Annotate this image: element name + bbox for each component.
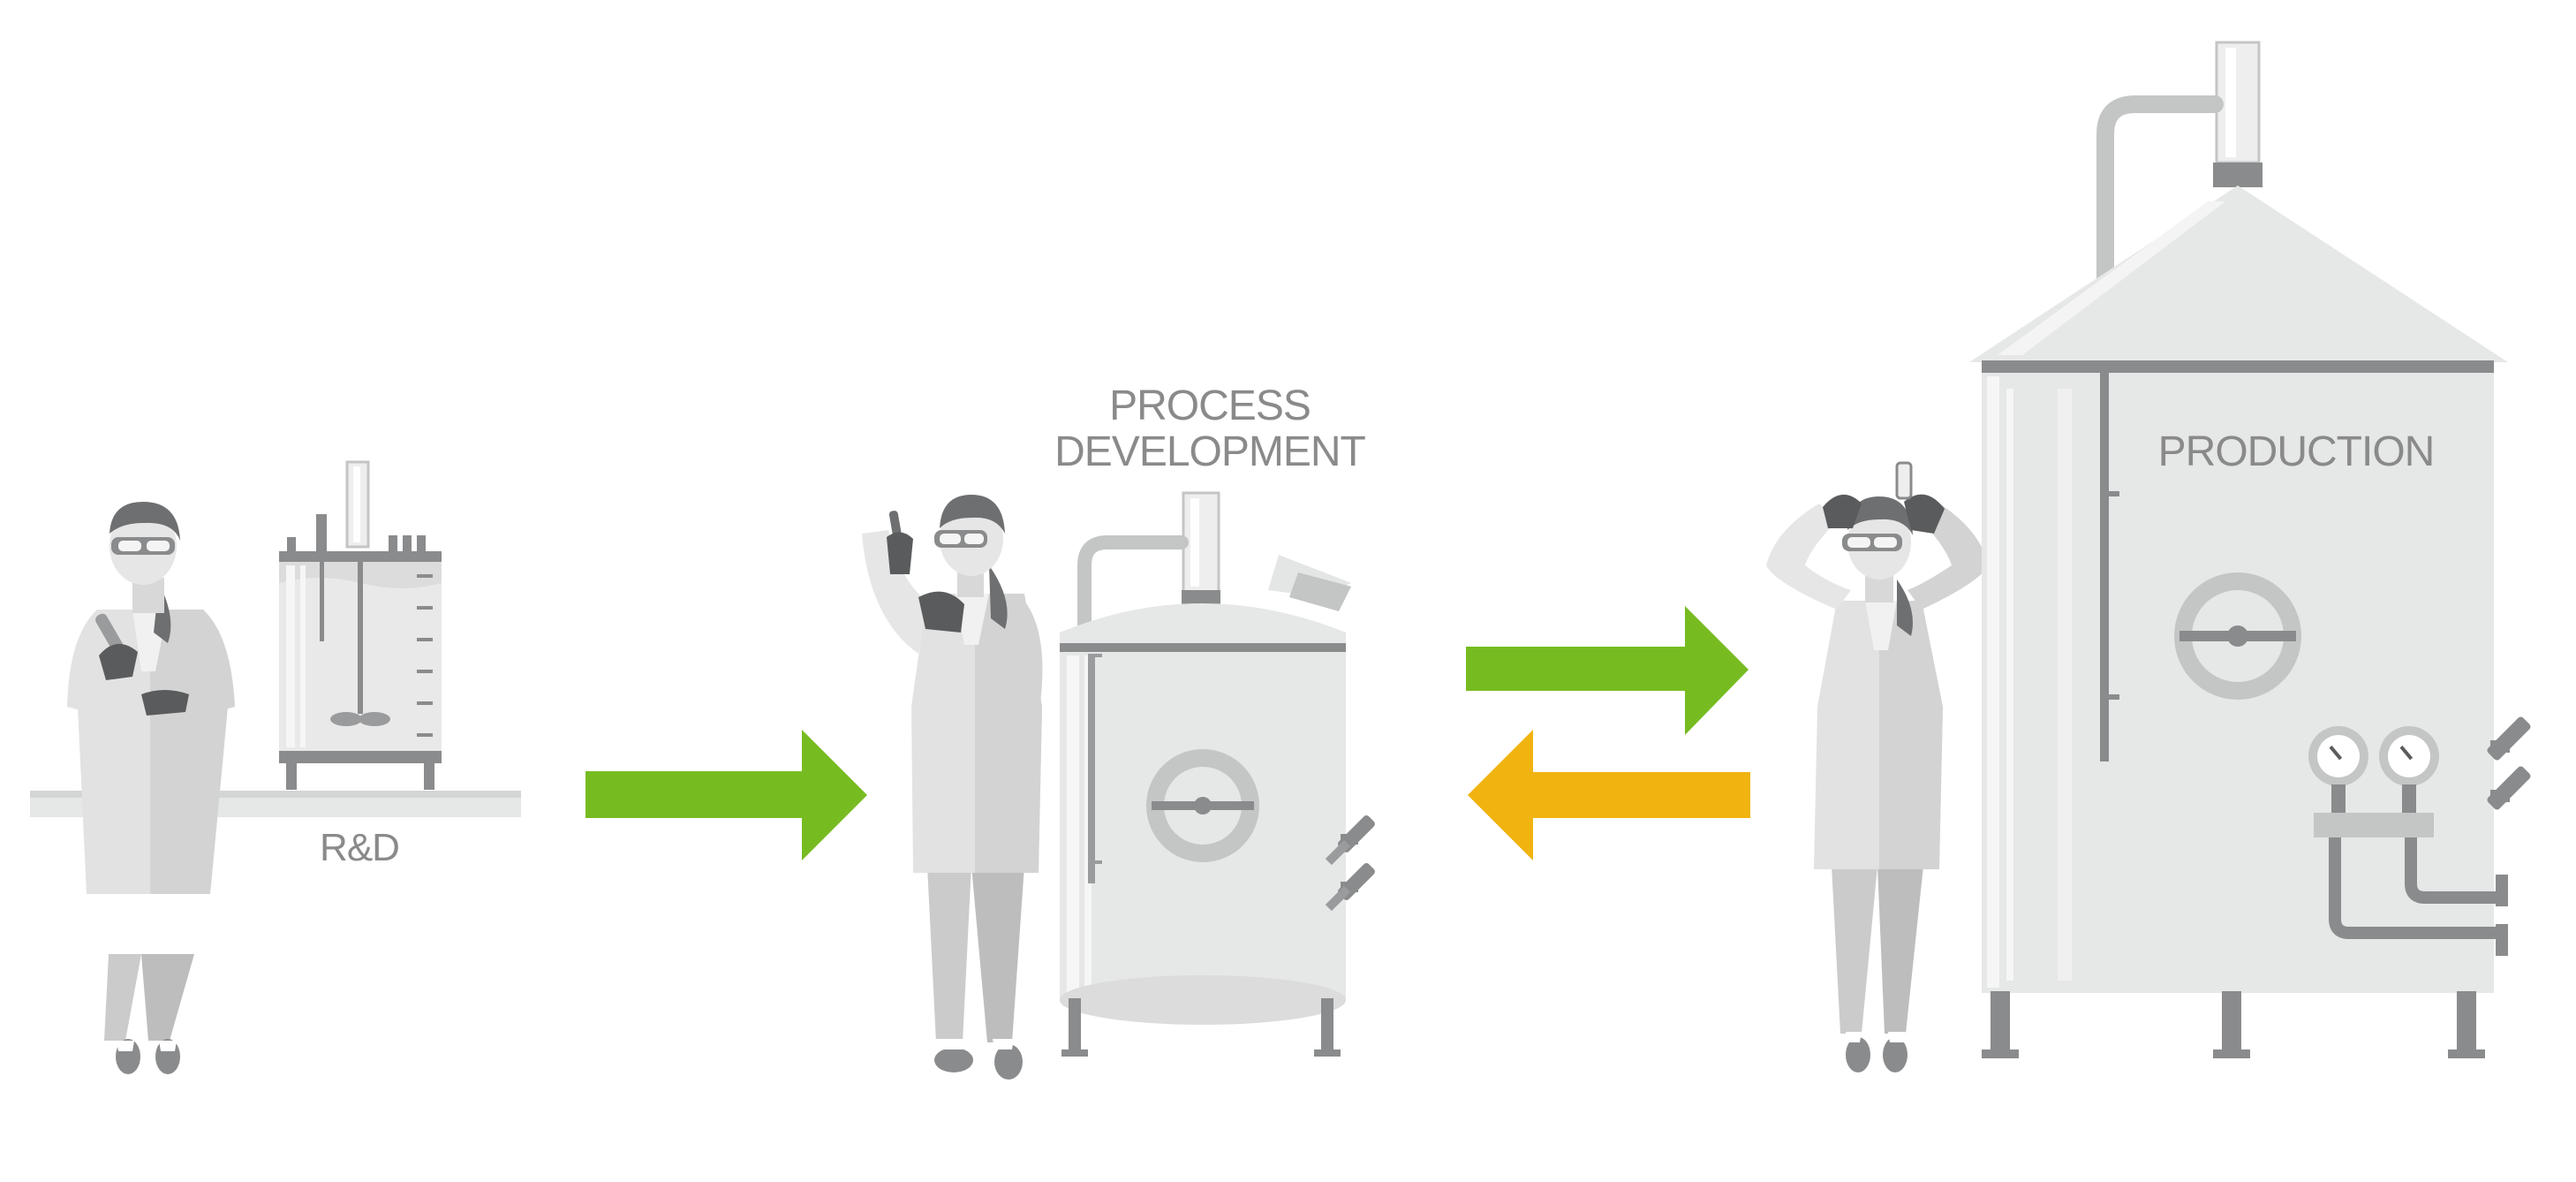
stage-label-process-development-line1: PROCESS <box>1109 383 1311 429</box>
process-development-stage <box>862 491 1375 1080</box>
pressure-gauges-icon <box>2308 726 2508 956</box>
scientist-production-icon <box>1766 461 1989 1072</box>
forward-arrow-pd-to-production <box>1466 606 1749 735</box>
scientist-process-icon <box>862 495 1043 1080</box>
scientist-rd-icon <box>67 502 235 1074</box>
feedback-arrow-production-to-pd <box>1468 730 1750 860</box>
forward-arrow-rd-to-pd <box>585 730 867 860</box>
stage-label-process-development: PROCESS DEVELOPMENT <box>1042 385 1378 477</box>
rd-stage <box>30 460 521 1074</box>
stage-label-rd: R&D <box>320 826 400 869</box>
production-silo-icon <box>1969 41 2531 1058</box>
lab-bioreactor-icon <box>279 460 442 790</box>
stage-label-production: PRODUCTION <box>2157 428 2436 475</box>
pilot-tank-icon <box>1060 491 1375 1057</box>
production-stage <box>1766 41 2531 1072</box>
stage-label-process-development-line2: DEVELOPMENT <box>1054 428 1366 475</box>
